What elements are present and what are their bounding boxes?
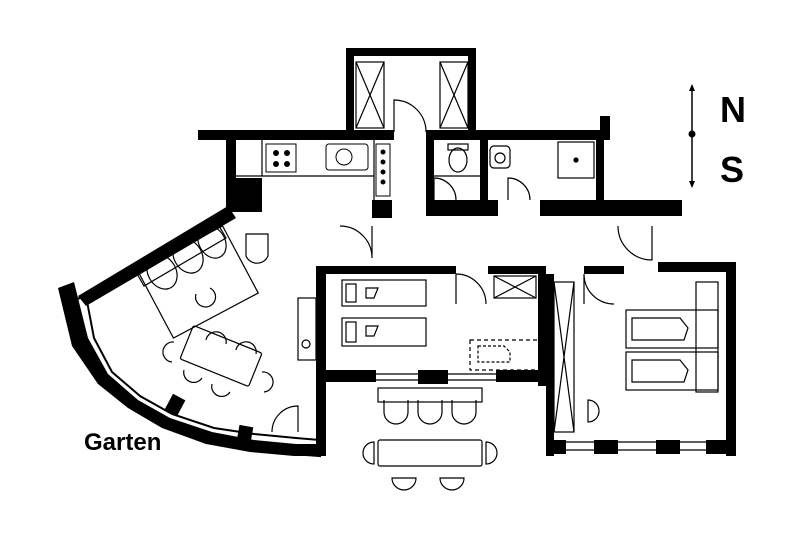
compass: N S	[688, 84, 746, 190]
cooktop-icon	[375, 143, 391, 197]
doors	[271, 99, 653, 433]
stove-icon	[265, 143, 297, 173]
bed-icon	[625, 351, 719, 391]
bed-icon	[341, 317, 427, 347]
walls	[58, 48, 736, 458]
bathroom	[434, 141, 595, 179]
chair-icon	[362, 441, 498, 491]
door-icon	[617, 225, 653, 261]
door-icon	[393, 99, 427, 133]
toilet-icon	[447, 143, 469, 173]
sink-icon	[489, 145, 511, 169]
wardrobes	[355, 61, 719, 433]
door-icon	[507, 177, 531, 201]
bedroom-2	[587, 309, 719, 423]
bed-icon	[341, 279, 427, 307]
sofa-icon	[135, 223, 227, 290]
terrace	[362, 387, 498, 491]
garden-label: Garten	[84, 429, 161, 456]
sink-icon	[325, 143, 369, 171]
dining-table-icon	[179, 325, 263, 387]
door-icon	[583, 273, 615, 305]
sofa-icon	[377, 387, 483, 425]
door-icon	[433, 177, 457, 201]
kitchen	[236, 140, 391, 206]
door-icon	[271, 405, 299, 433]
door-icon	[455, 273, 487, 305]
compass-south-label: S	[720, 149, 744, 190]
dining-table-icon	[377, 439, 483, 467]
shower-icon	[557, 141, 595, 179]
door-icon	[339, 225, 373, 259]
bed-icon	[625, 309, 719, 349]
cabinet-icon	[297, 297, 317, 361]
chair-icon	[162, 331, 274, 398]
compass-north-label: N	[720, 89, 746, 130]
bedroom-1	[341, 279, 541, 371]
living-room	[135, 223, 317, 398]
